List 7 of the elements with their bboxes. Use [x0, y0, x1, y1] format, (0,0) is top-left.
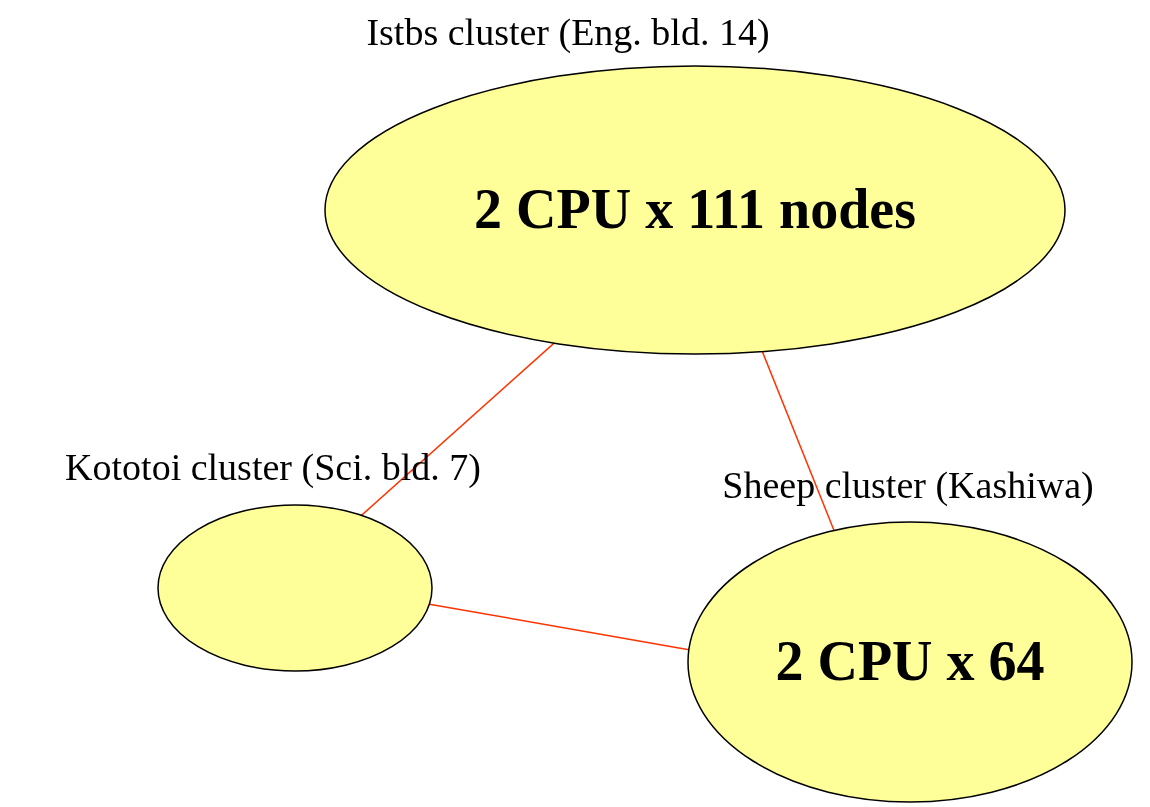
- cpu-count: 2 CPU x 111 nodes: [474, 179, 916, 241]
- cpu-count: 2 CPU x 64: [775, 631, 1045, 693]
- cluster-title: Istbs cluster (Eng. bld. 14): [366, 12, 770, 54]
- connector-line: [360, 342, 555, 517]
- connector-line: [761, 350, 835, 532]
- cluster-title: Sheep cluster (Kashiwa): [722, 465, 1094, 507]
- connector-line: [428, 603, 690, 651]
